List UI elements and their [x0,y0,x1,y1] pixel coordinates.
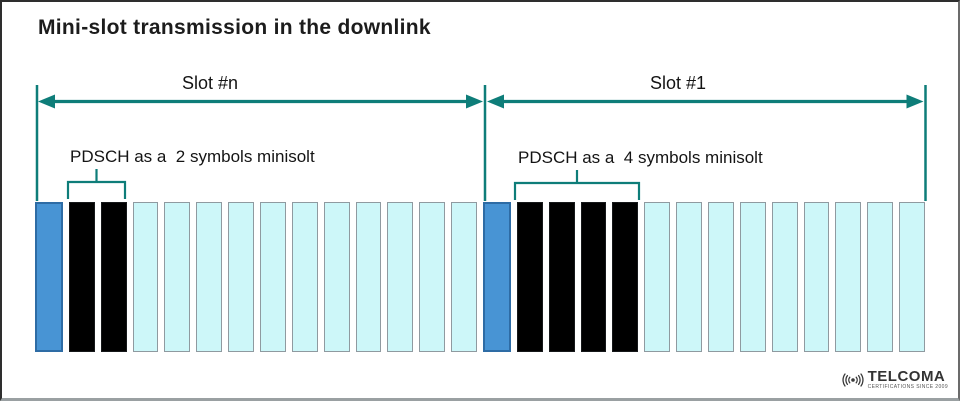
minislot-4sym-bracket [513,170,641,200]
symbol-cyan [835,202,862,352]
symbol-cyan [132,202,159,352]
logo-brand-text: TELCOMA [867,368,946,385]
symbol-cyan [387,202,414,352]
symbol-cyan [451,202,478,352]
slot-n-label: Slot #n [181,73,239,93]
symbol-cyan [771,202,798,352]
symbol-black [68,202,95,352]
symbol-cyan [899,202,926,352]
symbol-row [35,202,926,352]
symbol-cyan [867,202,894,352]
symbol-cyan [323,202,350,352]
symbol-black [516,202,543,352]
symbol-cyan [260,202,286,352]
symbol-cyan [419,202,446,352]
minislot-4sym-annotation: PDSCH as a 4 symbols minisolt [518,148,763,167]
symbol-cyan [291,202,318,352]
symbol-cyan [739,202,766,352]
symbol-cyan [228,202,255,352]
page-title: Mini-slot transmission in the downlink [38,16,431,39]
logo-tagline-text: CERTIFICATIONS SINCE 2009 [867,384,948,390]
minislot-2sym-bracket [66,169,127,199]
slot-n-span-arrow [38,94,483,109]
telcoma-logo: TELCOMA CERTIFICATIONS SINCE 2009 [840,369,948,390]
symbol-black [612,202,639,352]
symbol-cyan [644,202,671,352]
symbol-black [548,202,575,352]
slot-1-span-arrow [487,94,924,109]
symbol-blue [35,202,63,352]
symbol-cyan [708,202,734,352]
symbol-cyan [355,202,382,352]
slot-1-label: Slot #1 [649,73,707,93]
symbol-cyan [676,202,703,352]
symbol-cyan [803,202,830,352]
symbol-black [100,202,127,352]
broadcast-icon [842,372,864,387]
symbol-black [580,202,607,352]
symbol-cyan [196,202,223,352]
symbol-cyan [164,202,191,352]
symbol-blue [483,202,511,352]
minislot-2sym-annotation: PDSCH as a 2 symbols minisolt [70,147,315,166]
